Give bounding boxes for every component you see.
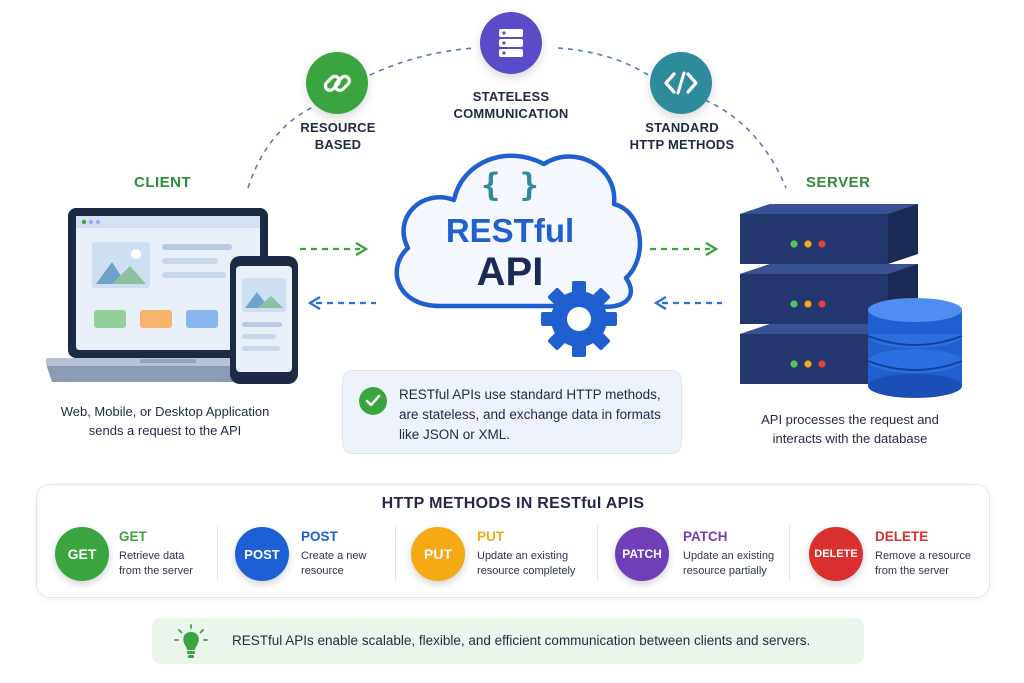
server-stack-icon (480, 12, 542, 74)
put-badge: PUT (411, 527, 465, 581)
info-box: RESTful APIs use standard HTTP methods, … (342, 370, 682, 454)
code-icon (650, 52, 712, 114)
request-arrow (300, 241, 369, 257)
link-icon (306, 52, 368, 114)
api-cloud (394, 153, 643, 309)
server-icon (740, 204, 963, 398)
divider (789, 525, 790, 581)
get-name: GET (119, 529, 147, 544)
delete-badge: DELETE (809, 527, 863, 581)
check-icon (359, 387, 387, 415)
response-arrow (307, 295, 376, 311)
api-title-api: API (476, 250, 544, 294)
gear-icon (541, 281, 617, 357)
patch-name: PATCH (683, 529, 728, 544)
lightbulb-icon (174, 624, 208, 658)
footer-text: RESTful APIs enable scalable, flexible, … (232, 633, 811, 648)
delete-name: DELETE (875, 529, 929, 544)
server-title: SERVER (806, 174, 871, 191)
post-badge: POST (235, 527, 289, 581)
post-name: POST (301, 529, 338, 544)
divider (217, 525, 218, 581)
api-braces: { } (481, 166, 539, 204)
patch-badge: PATCH (615, 527, 669, 581)
methods-title: HTTP METHODS IN RESTful APIS (381, 495, 645, 512)
api-title-restful: RESTful (445, 212, 575, 249)
server-request-arrow (650, 241, 719, 257)
divider (597, 525, 598, 581)
info-text: RESTful APIs use standard HTTP methods, … (399, 387, 661, 442)
http-methods-panel: HTTP METHODS IN RESTful APIS GET GET Ret… (36, 484, 990, 598)
client-title: CLIENT (134, 174, 192, 191)
database-icon (867, 298, 963, 398)
server-response-arrow (653, 295, 722, 311)
laptop-icon (46, 208, 298, 384)
footer-banner: RESTful APIs enable scalable, flexible, … (152, 618, 864, 664)
put-name: PUT (477, 529, 504, 544)
divider (395, 525, 396, 581)
get-badge: GET (55, 527, 109, 581)
